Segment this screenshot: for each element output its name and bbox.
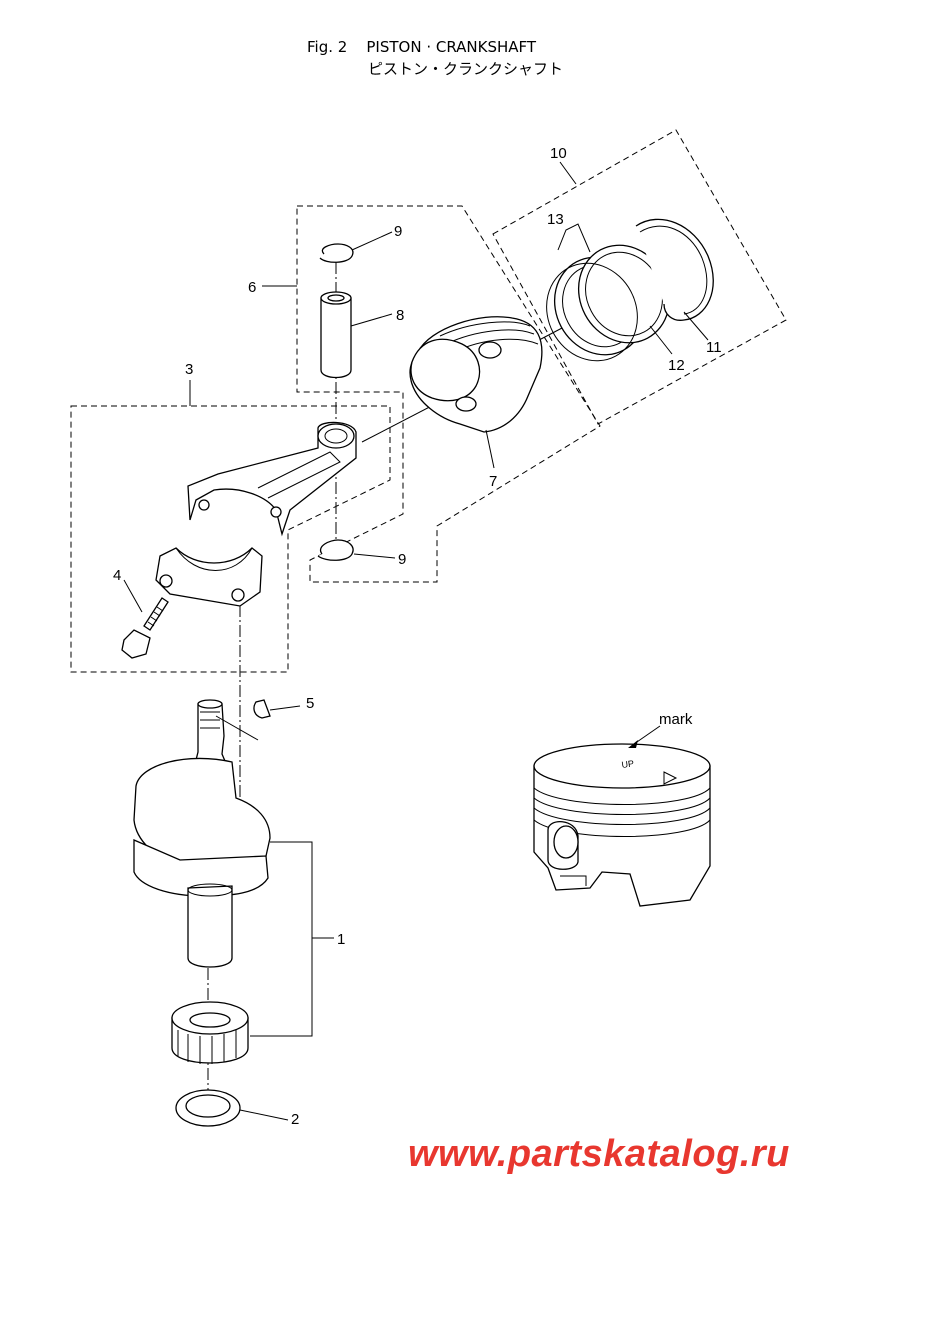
callout-3: 3 [185,361,193,378]
circlip-lower [317,539,354,561]
piston-mark-inset: UP mark [533,711,711,907]
watermark: www.partskatalog.ru [408,1133,790,1175]
piston [409,316,543,433]
callout-1: 1 [337,931,345,948]
callout-5: 5 [306,695,314,712]
connecting-rod-bolt [121,597,169,659]
leader-5 [269,705,301,711]
callout-13: 13 [547,211,564,228]
callout-9-lower: 9 [398,551,406,568]
callout-6: 6 [248,279,256,296]
figure-title: Fig. 2 PISTON · CRANKSHAFT [307,38,537,56]
leader-11 [683,311,709,341]
callout-9-upper: 9 [394,223,402,240]
group-boundary-6 [296,205,601,583]
callout-4: 4 [113,567,121,584]
group-boundary-3 [70,405,391,673]
circlip-upper [319,243,354,263]
rod-cap [155,547,263,607]
crankshaft-gear [171,1001,249,1064]
callout-12: 12 [668,357,685,374]
callout-11: 11 [706,339,722,356]
leader-5b [215,715,259,741]
leader-10 [559,161,577,185]
leader-9b [353,553,396,559]
callout-7: 7 [489,473,497,490]
leader-13 [557,223,591,253]
piston-pin [320,291,352,379]
leader-2 [239,1109,289,1121]
leader-9a [351,231,393,251]
mark-pointer-arrow-icon [628,740,638,748]
figure-title-japanese: ピストン・クランクシャフト [368,60,564,78]
mark-label: mark [659,711,693,728]
callout-10: 10 [550,145,567,162]
bracket-crankshaft [250,841,313,1037]
thrust-washer [175,1089,241,1127]
direction-arrow-icon [663,771,678,785]
callout-2: 2 [291,1111,299,1128]
leader-12 [649,325,673,355]
callout-8: 8 [396,307,404,324]
connecting-rod [187,421,357,537]
leader-8 [350,313,393,327]
leader-4 [123,579,143,613]
piston-ring-set [546,244,671,362]
leader-7 [485,429,495,469]
group-boundary-10 [492,129,787,425]
crankshaft [133,699,271,968]
piston-up-mark: UP [621,758,635,770]
woodruff-key [253,699,271,719]
